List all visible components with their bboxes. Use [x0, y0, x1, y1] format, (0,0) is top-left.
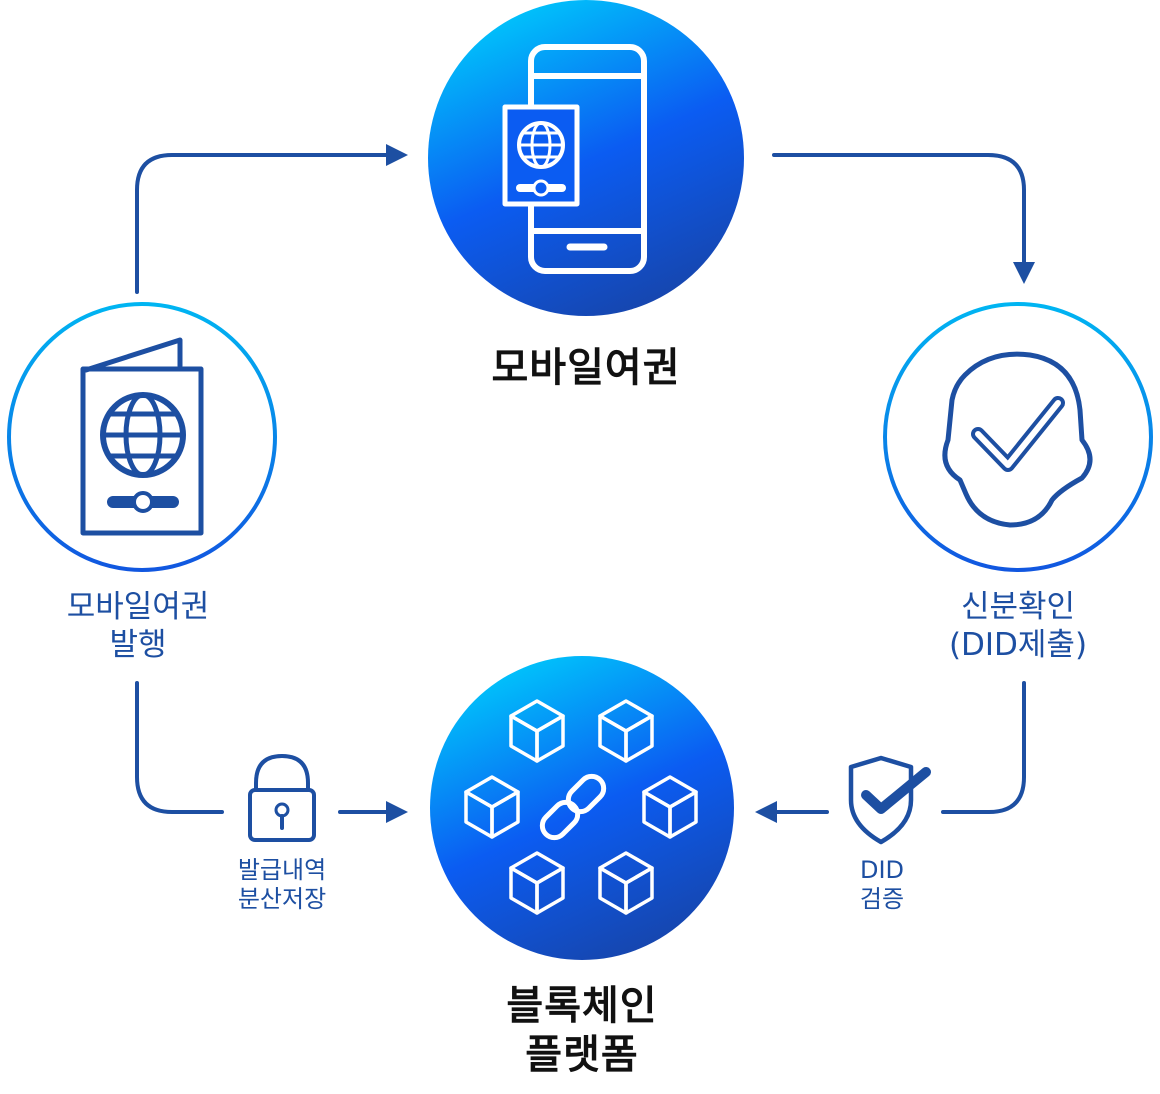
- flow-arrows: [135, 153, 1026, 814]
- blockchain-label-line1: 블록체인: [506, 983, 658, 1029]
- identity-check-label-line1: 신분확인: [960, 589, 1076, 625]
- verify-step-line1: DID: [859, 856, 905, 884]
- identity-check-label-line2: (DID제출): [948, 626, 1088, 663]
- blockchain-title: 블록체인 플랫폼: [432, 982, 732, 1080]
- issuance-caption: 모바일여권 발행: [18, 589, 258, 665]
- arrow-mobile-to-identity: [772, 153, 1026, 266]
- arrow-issuance-to-mobile: [135, 153, 390, 294]
- node-issuance: [7, 302, 277, 572]
- storage-step-line2: 분산저장: [237, 885, 327, 914]
- arrow-head-down-right: [1013, 262, 1035, 284]
- node-identity-check: [883, 302, 1153, 572]
- face-check-icon: [942, 351, 1093, 528]
- node-blockchain: [430, 656, 734, 960]
- verify-step-caption: DID 검증: [822, 856, 942, 915]
- arrow-identity-to-verify: [941, 681, 1026, 814]
- arrow-head-left-bottom: [755, 801, 777, 823]
- arrow-issuance-to-storage: [135, 681, 224, 814]
- arrow-head-right-bottom: [386, 801, 408, 823]
- verify-step-line2: 검증: [859, 885, 905, 914]
- mobile-passport-title: 모바일여권: [436, 344, 736, 393]
- identity-check-caption: 신분확인 (DID제출): [898, 589, 1138, 665]
- issuance-label-line1: 모바일여권: [66, 589, 210, 625]
- storage-step-caption: 발급내역 분산저장: [200, 856, 364, 915]
- lock-icon: [248, 754, 316, 842]
- issuance-label-line2: 발행: [109, 626, 167, 663]
- arrow-heads: [386, 144, 1035, 823]
- blockchain-label-line2: 플랫폼: [525, 1031, 639, 1078]
- blockchain-cubes-icon: [464, 699, 698, 915]
- mobile-passport-label: 모바일여권: [491, 345, 681, 391]
- smartphone-passport-icon: [502, 44, 647, 274]
- shield-check-icon: [848, 755, 931, 845]
- arrow-head-right-top: [386, 144, 408, 166]
- passport-icon: [80, 337, 204, 536]
- chain-link-icon: [539, 773, 607, 841]
- node-mobile-passport: [428, 0, 744, 316]
- storage-step-line1: 발급내역: [237, 856, 327, 884]
